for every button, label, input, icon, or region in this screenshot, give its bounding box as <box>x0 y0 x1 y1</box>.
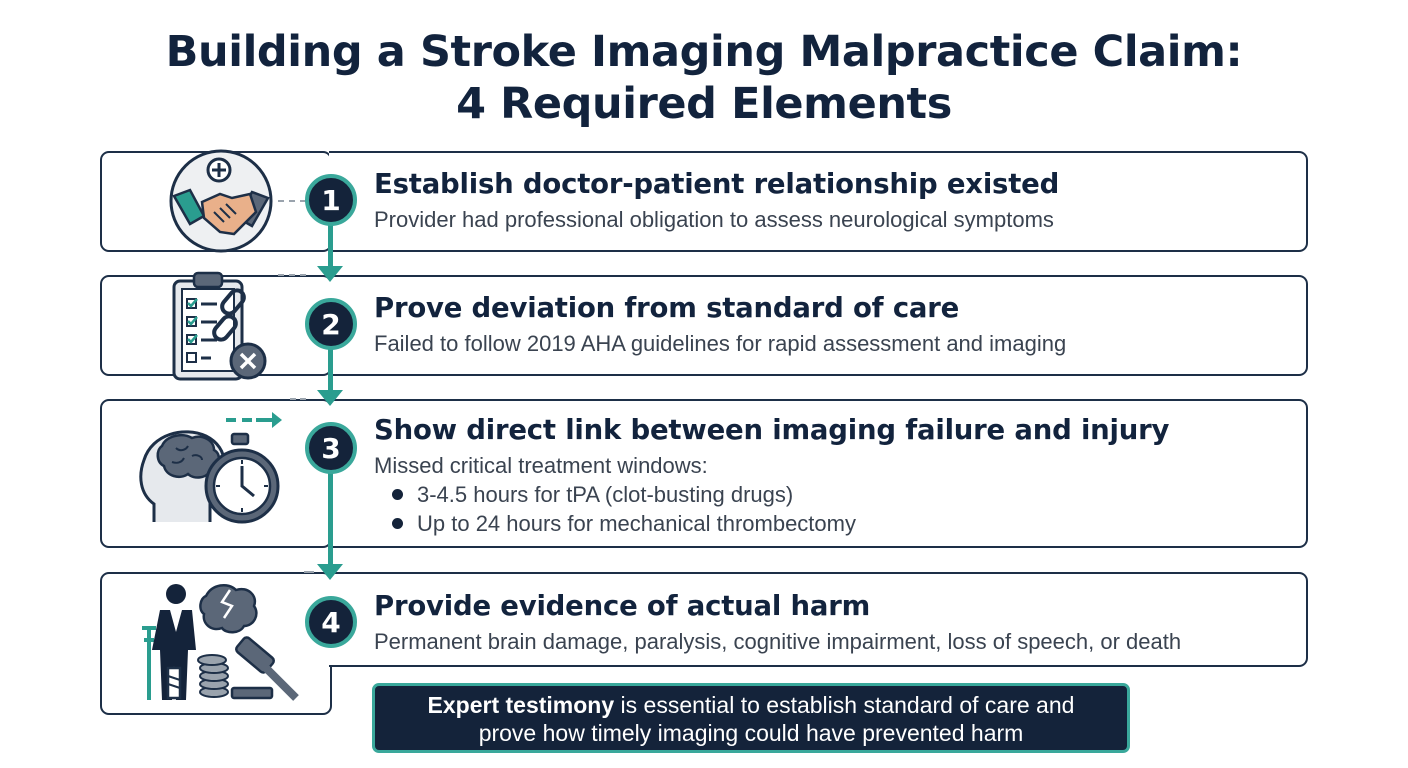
connector-3-4 <box>328 448 333 564</box>
callout-line-2: prove how timely imaging could have prev… <box>478 720 1024 746</box>
list-item: Up to 24 hours for mechanical thrombecto… <box>392 511 856 537</box>
expert-testimony-callout: Expert testimony is essential to establi… <box>372 683 1130 753</box>
connector-1-2 <box>328 200 333 268</box>
step-2-divider-dash <box>278 274 306 276</box>
title-line-2: 4 Required Elements <box>456 79 952 129</box>
callout-line-1: Expert testimony is essential to establi… <box>375 691 1127 719</box>
brain-stopwatch-icon <box>139 412 282 524</box>
step-3-title: Show direct link between imaging failure… <box>374 414 1170 446</box>
step-4-card <box>329 572 1308 667</box>
callout-line-1-rest: is essential to establish standard of ca… <box>614 692 1075 718</box>
connector-2-3 <box>328 324 333 392</box>
step-1-number-badge: 1 <box>305 174 357 226</box>
page-title: Building a Stroke Imaging Malpractice Cl… <box>0 26 1408 130</box>
step-4-number-badge: 4 <box>305 596 357 648</box>
step-4-description: Permanent brain damage, paralysis, cogni… <box>374 629 1182 654</box>
step-3-description: Missed critical treatment windows: <box>374 453 708 478</box>
step-3-icon-panel <box>100 399 332 548</box>
arrow-down-icon <box>317 564 343 580</box>
bullet-dot-icon <box>392 517 403 529</box>
bullet-text: Up to 24 hours for mechanical thrombecto… <box>417 511 856 536</box>
step-3-number-badge: 3 <box>305 422 357 474</box>
step-2-title: Prove deviation from standard of care <box>374 292 960 324</box>
step-2-card <box>329 275 1308 376</box>
bullet-dot-icon <box>392 488 403 500</box>
clipboard-broken-chain-icon <box>172 271 267 381</box>
callout-bold-text: Expert testimony <box>427 692 615 718</box>
step-1-card <box>329 151 1308 252</box>
handshake-medical-icon <box>169 149 273 253</box>
step-4-title: Provide evidence of actual harm <box>374 590 871 622</box>
arrow-down-icon <box>317 266 343 282</box>
bullet-text: 3-4.5 hours for tPA (clot-busting drugs) <box>417 482 794 507</box>
step-4-divider-dash <box>304 571 314 573</box>
arrow-down-icon <box>317 390 343 406</box>
injured-patient-gavel-icon <box>142 583 299 701</box>
step-1-title: Establish doctor-patient relationship ex… <box>374 168 1060 200</box>
step-3-divider-dash <box>290 398 306 400</box>
step-3-card <box>329 399 1308 548</box>
step-2-description: Failed to follow 2019 AHA guidelines for… <box>374 331 1067 356</box>
title-line-1: Building a Stroke Imaging Malpractice Cl… <box>165 27 1243 77</box>
list-item: 3-4.5 hours for tPA (clot-busting drugs) <box>392 482 793 508</box>
step-1-divider-dash <box>278 200 306 202</box>
step-2-number-badge: 2 <box>305 298 357 350</box>
step-1-description: Provider had professional obligation to … <box>374 207 1054 232</box>
